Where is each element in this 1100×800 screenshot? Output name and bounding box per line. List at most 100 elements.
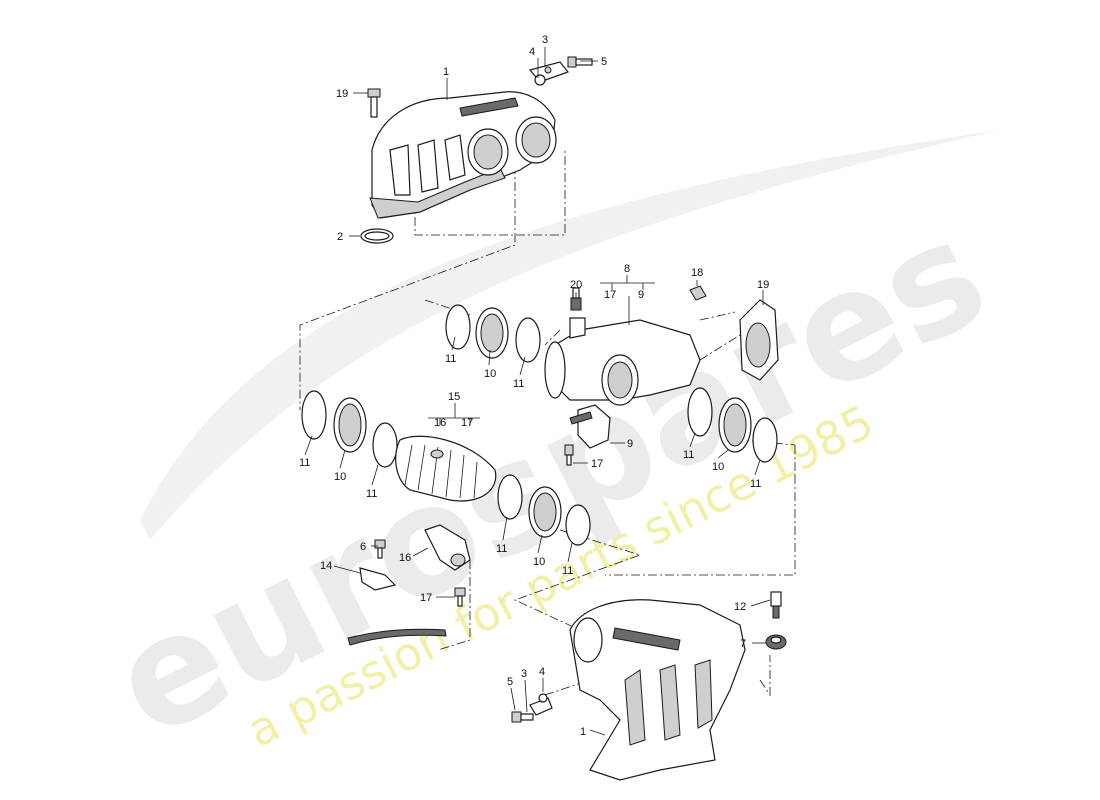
lower-manifold-inlet: [573, 617, 603, 663]
callout-9: 9: [638, 289, 644, 301]
gasket-ring-inner: [364, 231, 390, 241]
temperature-sensor: [770, 591, 782, 619]
callout-18: 18: [691, 267, 703, 279]
callout-17: 17: [420, 592, 432, 604]
clamp-upper-1: [445, 304, 471, 350]
callout-17: 17: [604, 289, 616, 301]
solenoid-valve: [424, 524, 471, 571]
upper-intake-manifold: [369, 91, 557, 219]
flange-plate-upper: [528, 56, 593, 86]
callout-2: 2: [337, 231, 343, 243]
callout-10: 10: [334, 471, 346, 483]
lower-manifold-logo-plate: [612, 627, 681, 651]
guide-line-throttle: [699, 311, 741, 361]
callout-11: 11: [445, 353, 456, 365]
callout-5: 5: [507, 676, 513, 688]
lower-manifold-body: [569, 599, 746, 781]
callout-3: 3: [542, 34, 548, 46]
clamp-upper-2: [515, 317, 541, 363]
watermark-swoosh: [140, 130, 1000, 540]
callout-8: 8: [624, 263, 630, 275]
throttle-body-bore: [745, 322, 771, 368]
callout-5: 5: [601, 56, 607, 68]
callout-12: 12: [734, 601, 746, 613]
upper-manifold-port-left-inner: [473, 134, 503, 170]
callout-4: 4: [529, 46, 535, 58]
sleeve-right-inner: [723, 403, 747, 447]
rubber-grommet: [765, 634, 787, 650]
callout-4: 4: [539, 666, 545, 678]
upper-manifold-port-right-inner: [521, 122, 551, 158]
upper-manifold-flange: [369, 167, 506, 219]
watermark: eurospares a passion for parts since 198…: [87, 130, 1011, 772]
callout-17: 17: [461, 417, 473, 429]
lower-manifold-runner-a: [624, 669, 646, 746]
sleeve-lower-inner: [533, 492, 557, 532]
watermark-brand: eurospares: [87, 186, 1011, 772]
callout-10: 10: [484, 368, 496, 380]
callout-11: 11: [513, 378, 524, 390]
callout-labels: 1 2 3 4 5 19 8 17 9 20 18 19 11 10 11 15…: [299, 34, 769, 738]
callout-10: 10: [533, 556, 545, 568]
corrugated-hose: [395, 435, 497, 502]
guide-line-left: [414, 150, 566, 236]
leader-lines: [304, 47, 771, 736]
callout-11: 11: [366, 488, 377, 500]
callout-7: 7: [740, 638, 746, 650]
callout-11: 11: [496, 543, 507, 555]
callout-20: 20: [570, 279, 582, 291]
callout-10: 10: [712, 461, 724, 473]
clamp-right-1: [687, 387, 713, 437]
sleeve-upper-inner: [480, 313, 504, 353]
distributor-bracket: [569, 317, 586, 339]
vacuum-hose: [347, 628, 447, 646]
assembly-guide-lines: [299, 150, 796, 697]
vacuum-actuator: [564, 404, 611, 466]
callout-1: 1: [580, 726, 586, 738]
callout-9: 9: [627, 438, 633, 450]
clamp-lower-2: [565, 504, 591, 546]
callout-1: 1: [443, 66, 449, 78]
guide-line-lower: [513, 529, 642, 631]
callout-17: 17: [591, 458, 603, 470]
callout-16: 16: [434, 417, 446, 429]
upper-manifold-logo-plate: [459, 97, 519, 117]
callout-11: 11: [299, 457, 310, 469]
upper-manifold-runner-c: [444, 134, 466, 181]
upper-manifold-runner-a: [389, 144, 411, 196]
callout-11: 11: [750, 478, 761, 490]
clamp-lower-1: [497, 474, 523, 520]
callout-6: 6: [360, 541, 366, 553]
guide-line-lower-right: [605, 475, 796, 576]
cap-nut: [689, 285, 707, 301]
callout-15: 15: [448, 391, 460, 403]
callout-11: 11: [562, 565, 573, 577]
bolt-upper: [367, 88, 381, 118]
callout-19: 19: [336, 88, 348, 100]
clamp-left-1: [301, 390, 327, 440]
guide-line-sensor: [759, 655, 771, 697]
callout-14: 14: [320, 560, 332, 572]
lower-manifold-runner-c: [694, 659, 713, 729]
distributor-inlet: [544, 341, 566, 399]
callout-3: 3: [521, 668, 527, 680]
guide-line-left-outer: [299, 165, 516, 410]
clamp-left-2: [372, 422, 398, 468]
throttle-body: [739, 299, 779, 381]
screw-lower: [454, 587, 466, 607]
intake-air-distributor: [544, 317, 701, 406]
distributor-outlet-inner: [607, 361, 633, 399]
mounting-bracket: [359, 539, 397, 591]
callout-11: 11: [683, 449, 694, 461]
callout-19: 19: [757, 279, 769, 291]
check-valve: [570, 287, 582, 311]
guide-line-right: [739, 439, 796, 475]
lower-manifold-runner-b: [659, 664, 681, 741]
flange-plate-lower: [511, 693, 553, 723]
clamp-right-2: [752, 417, 778, 463]
guide-line-valve: [437, 560, 471, 651]
callout-16: 16: [399, 552, 411, 564]
lower-intake-manifold: [569, 599, 746, 781]
sleeve-left-inner: [338, 403, 362, 447]
